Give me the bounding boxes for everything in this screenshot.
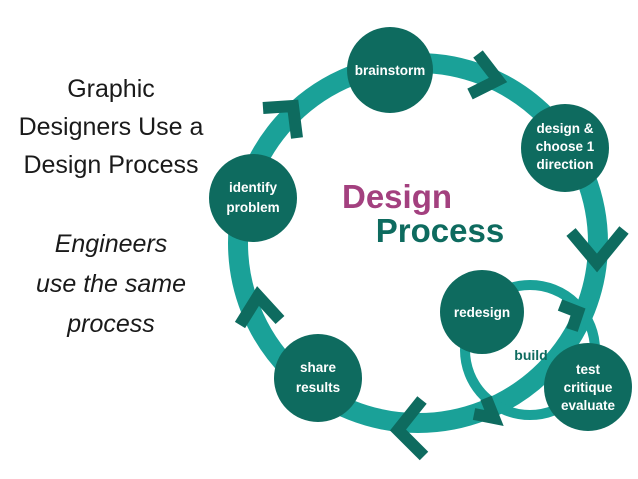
node-design-choose-direction: design & choose 1 direction	[521, 104, 609, 192]
node-identify-problem: identify problem	[209, 154, 297, 242]
heading-line-1: Graphic	[67, 75, 155, 103]
subtext-line-1: Engineers	[54, 230, 168, 258]
slide-heading: Graphic Designers Use a Design Process	[0, 70, 222, 184]
slide-subtext: Engineers use the same process	[0, 224, 222, 344]
node-redesign-label: redesign	[454, 305, 510, 320]
node-share-label-1: share	[300, 360, 337, 375]
diagram-title-process: Process	[376, 212, 504, 249]
subtext-line-2: use the same	[35, 270, 187, 298]
node-identify-label-1: identify	[229, 180, 277, 195]
node-share-results: share results	[274, 334, 362, 422]
node-design-label-2: choose 1	[536, 139, 595, 154]
node-brainstorm: brainstorm	[347, 27, 433, 113]
arrow-chevron-bottom-right	[472, 395, 504, 427]
subtext-line-3: process	[67, 310, 155, 338]
node-test-label-1: test	[576, 362, 601, 377]
arrow-chevron-bottom	[389, 396, 429, 461]
node-design-label-3: direction	[536, 157, 593, 172]
node-test-critique-evaluate: test critique evaluate	[544, 343, 632, 431]
node-redesign: redesign	[440, 270, 524, 354]
heading-line-2: Designers Use a	[18, 113, 204, 141]
arrow-chevron-build-loop	[557, 299, 586, 332]
diagram-title-design: Design	[342, 178, 452, 215]
node-brainstorm-label: brainstorm	[355, 63, 426, 78]
arrow-chevron-top	[467, 50, 508, 100]
build-loop-label: build	[514, 347, 547, 363]
heading-line-3: Design Process	[23, 151, 199, 179]
node-test-label-2: critique	[564, 380, 613, 395]
arrow-chevron-left	[234, 286, 285, 329]
arrow-chevron-top-left	[262, 99, 303, 139]
node-identify-label-2: problem	[226, 200, 279, 215]
node-design-label-1: design &	[536, 121, 593, 136]
arrow-chevron-right	[566, 226, 629, 273]
node-share-label-2: results	[296, 380, 340, 395]
node-test-label-3: evaluate	[561, 398, 616, 413]
